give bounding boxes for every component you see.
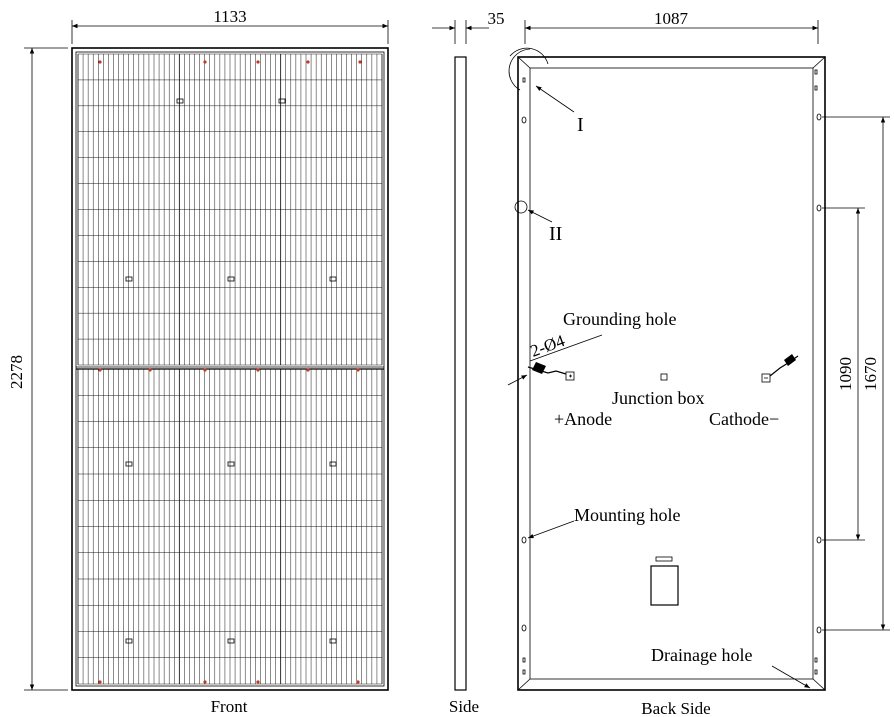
- front-width-dimension: 1133: [71, 7, 389, 44]
- back-width-label: 1087: [654, 9, 689, 28]
- front-caption: Front: [211, 697, 248, 716]
- detail-i-callout: I: [508, 47, 584, 136]
- hole-spacing-dimension-outer: 1670: [822, 116, 890, 631]
- nameplate-icon: [650, 565, 679, 606]
- anode-connector-icon: [527, 362, 575, 381]
- side-profile: [454, 56, 467, 691]
- back-frame-inner: [529, 67, 814, 680]
- hole-spacing-dimension-inner: 1090: [822, 207, 865, 541]
- front-width-label: 1133: [213, 7, 246, 26]
- back-view: [517, 56, 826, 691]
- back-caption: Back Side: [641, 699, 710, 717]
- detail-ii-label: II: [549, 223, 562, 245]
- front-red-markers: [98, 60, 362, 684]
- grounding-hole-spec: 2-Ø4: [507, 331, 603, 386]
- grounding-hole-label: Grounding hole: [563, 309, 676, 329]
- junction-box-icon: [660, 373, 668, 381]
- cathode-label: Cathode−: [709, 409, 779, 429]
- front-height-dimension: 2278: [7, 47, 68, 691]
- drainage-hole-label: Drainage hole: [651, 645, 752, 665]
- front-height-label: 2278: [7, 355, 26, 389]
- front-frame: [71, 47, 389, 691]
- hole-spacing-inner-label: 1090: [836, 357, 855, 391]
- grounding-hole-spec-label: 2-Ø4: [528, 331, 568, 361]
- back-frame-holes: [521, 69, 822, 675]
- side-caption: Side: [449, 697, 479, 716]
- detail-ii-callout: II: [514, 200, 562, 245]
- back-width-dimension: 1087: [524, 9, 819, 44]
- detail-i-label: I: [577, 114, 584, 136]
- mounting-hole-label: Mounting hole: [574, 505, 681, 525]
- hole-spacing-outer-label: 1670: [861, 357, 880, 391]
- back-frame-outer: [517, 56, 826, 691]
- anode-label: +Anode: [554, 409, 612, 429]
- cathode-connector-icon: [761, 354, 799, 383]
- front-view: [71, 47, 389, 691]
- junction-box-label: Junction box: [612, 388, 705, 408]
- front-cell-grid: [77, 53, 383, 685]
- side-view: 35: [432, 9, 505, 691]
- side-thickness-label: 35: [488, 9, 505, 28]
